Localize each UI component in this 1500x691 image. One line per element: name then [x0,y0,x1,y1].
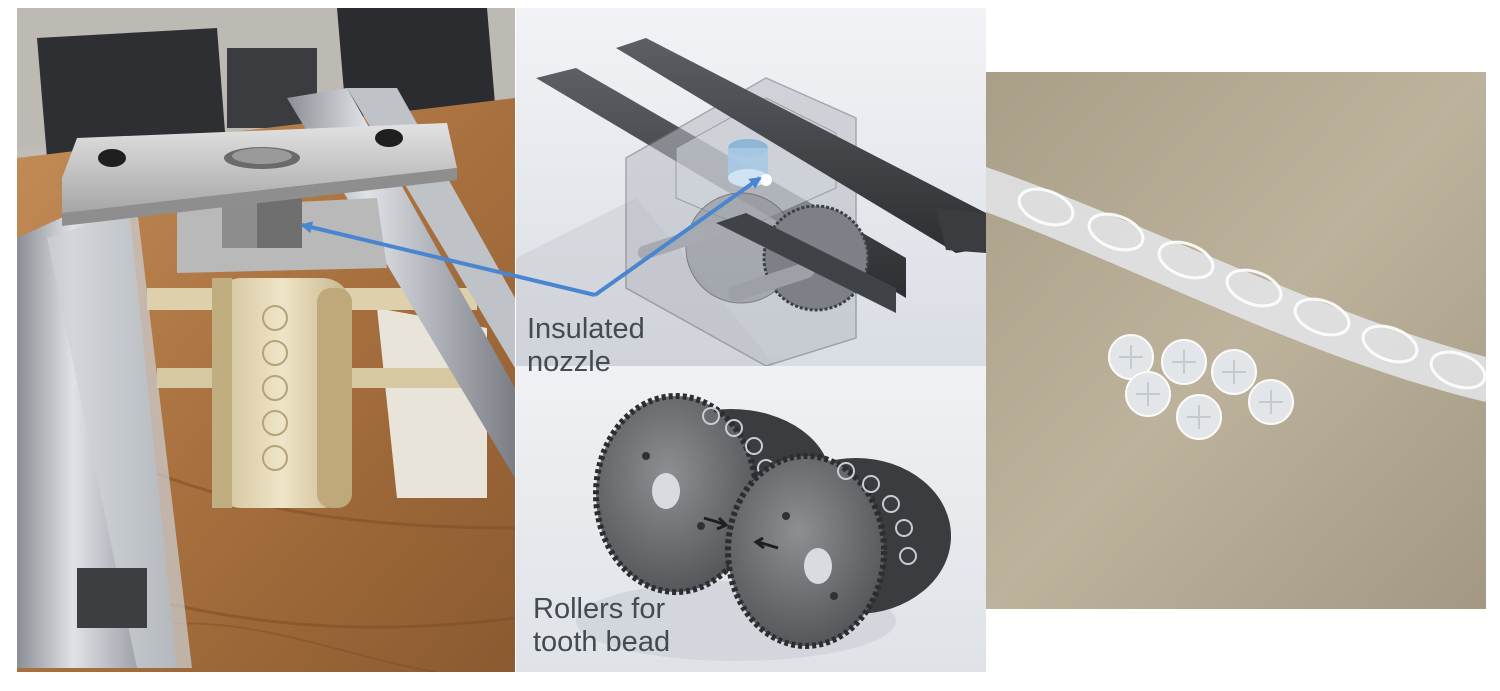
cad-rollers-render [516,366,986,672]
photo-apparatus [17,8,515,672]
label-insulated-nozzle: Insulated nozzle [527,313,645,378]
label-rollers-tooth-bead: Rollers for tooth bead [533,593,671,658]
photo-tooth-beads [986,72,1486,609]
